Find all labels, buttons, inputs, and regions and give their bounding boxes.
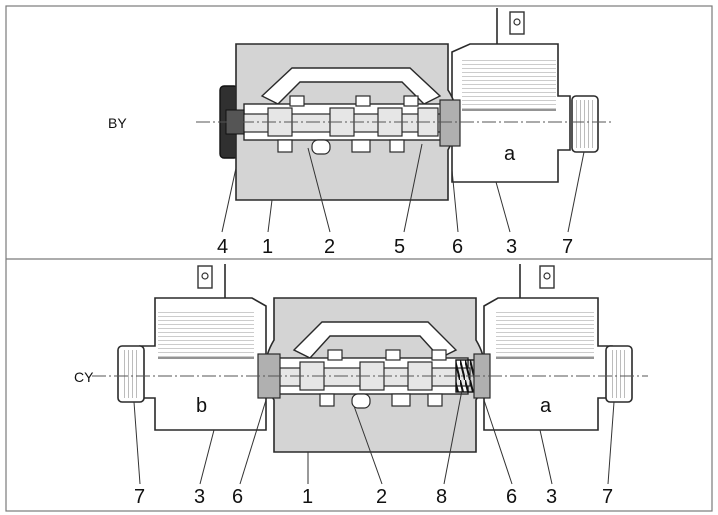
solenoid-label-a-bottom: a [540,395,552,417]
callout-top-3: 3 [506,236,517,258]
callout-bottom-2: 2 [376,486,387,508]
callout-bottom-7-left: 7 [134,486,145,508]
pressure-tube [439,99,461,147]
callout-top-7: 7 [562,236,573,258]
callout-bottom-8: 8 [436,486,447,508]
bore-chambers [277,95,419,155]
callout-bottom-3-left: 3 [194,486,205,508]
solenoid-ribs [462,60,556,110]
callout-top-2: 2 [324,236,335,258]
solenoid-terminal-icon [197,264,226,298]
bore-chambers [319,349,447,409]
callout-top-4: 4 [217,236,228,258]
solenoid-label-b: b [196,395,207,417]
callout-bottom-3-right: 3 [546,486,557,508]
solenoid-label-a-top: a [504,143,516,165]
callout-top-1: 1 [262,236,273,258]
top-leader-lines [221,143,585,233]
callout-bottom-6-right: 6 [506,486,517,508]
callout-bottom-7-right: 7 [602,486,613,508]
manual-override-icon [571,95,599,153]
port-label-top: BY [108,115,127,131]
manual-override-icon [605,345,633,403]
solenoid-terminal-icon [496,8,525,44]
port-label-bottom: CY [74,369,94,385]
solenoid-terminal-icon [519,264,555,298]
callout-bottom-6-left: 6 [232,486,243,508]
top-valve [196,8,612,201]
callout-top-6: 6 [452,236,463,258]
callout-top-5: 5 [394,236,405,258]
bottom-leader-lines [133,389,615,485]
callout-bottom-1: 1 [302,486,313,508]
manual-override-icon [117,345,145,403]
bottom-valve [92,264,648,453]
